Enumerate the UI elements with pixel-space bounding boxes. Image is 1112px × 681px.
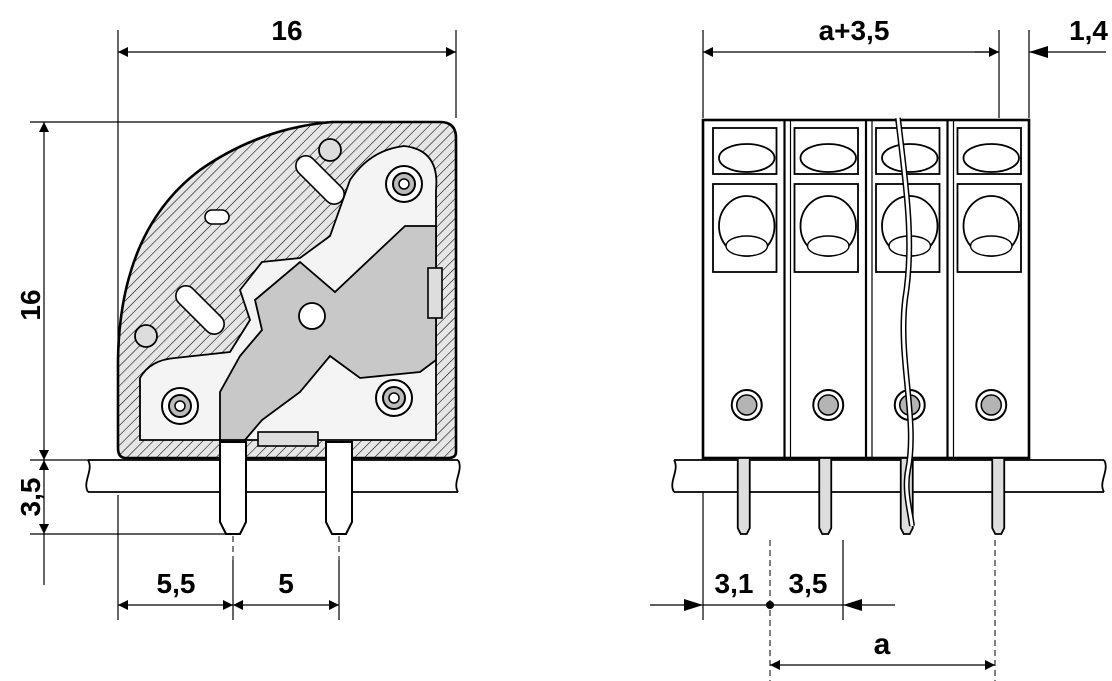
- dim-front-width: a+3,5: [819, 15, 890, 46]
- dim-pin-length: 3,5: [15, 478, 46, 517]
- side-pcb-board: [85, 459, 461, 493]
- side-wire-slot-1: [295, 155, 345, 205]
- dim-pin-offset: 5,5: [157, 568, 196, 599]
- front-pin: [736, 457, 751, 535]
- side-wire-slot-3: [204, 209, 230, 225]
- front-release-opening: [881, 143, 939, 173]
- dim-side-width: 16: [271, 15, 302, 46]
- front-release-opening: [962, 143, 1020, 173]
- front-release-opening: [718, 143, 776, 173]
- dim-front-pitch: 3,5: [789, 568, 828, 599]
- front-wire-opening-inner: [806, 235, 850, 257]
- dim-front-first-pin: 3,1: [715, 568, 754, 599]
- side-dimensions: 16 16 3,5 5,5 5: [15, 15, 457, 620]
- side-rivet-right: [375, 379, 413, 417]
- side-view: [85, 120, 461, 560]
- front-release-opening: [799, 143, 857, 173]
- side-spring-hole: [298, 302, 326, 330]
- side-screw-small-top: [318, 138, 342, 162]
- front-test-point: [980, 394, 1002, 416]
- side-latch: [427, 267, 443, 319]
- front-pin: [818, 457, 833, 535]
- side-base-clip: [257, 431, 319, 447]
- front-wire-opening-inner: [969, 235, 1013, 257]
- front-test-point: [736, 394, 758, 416]
- front-test-point: [817, 394, 839, 416]
- side-clamp-spring: [219, 225, 437, 441]
- side-screw-small-left: [134, 324, 158, 348]
- dim-front-side: 1,4: [1069, 15, 1108, 46]
- side-pin-1: [219, 441, 247, 535]
- side-rivet-top: [385, 165, 423, 203]
- front-dimensions: a+3,5 1,4 3,1 3,5 a: [650, 15, 1108, 681]
- dim-side-height: 16: [15, 289, 46, 320]
- side-wire-slot-2: [175, 285, 225, 335]
- side-rivet-left: [161, 387, 199, 425]
- front-wire-opening-inner: [725, 235, 769, 257]
- front-view: [671, 117, 1107, 535]
- dim-front-span: a: [874, 628, 891, 661]
- front-pin: [991, 457, 1006, 535]
- dim-pin-spacing: 5: [278, 568, 294, 599]
- side-pin-2: [325, 441, 353, 535]
